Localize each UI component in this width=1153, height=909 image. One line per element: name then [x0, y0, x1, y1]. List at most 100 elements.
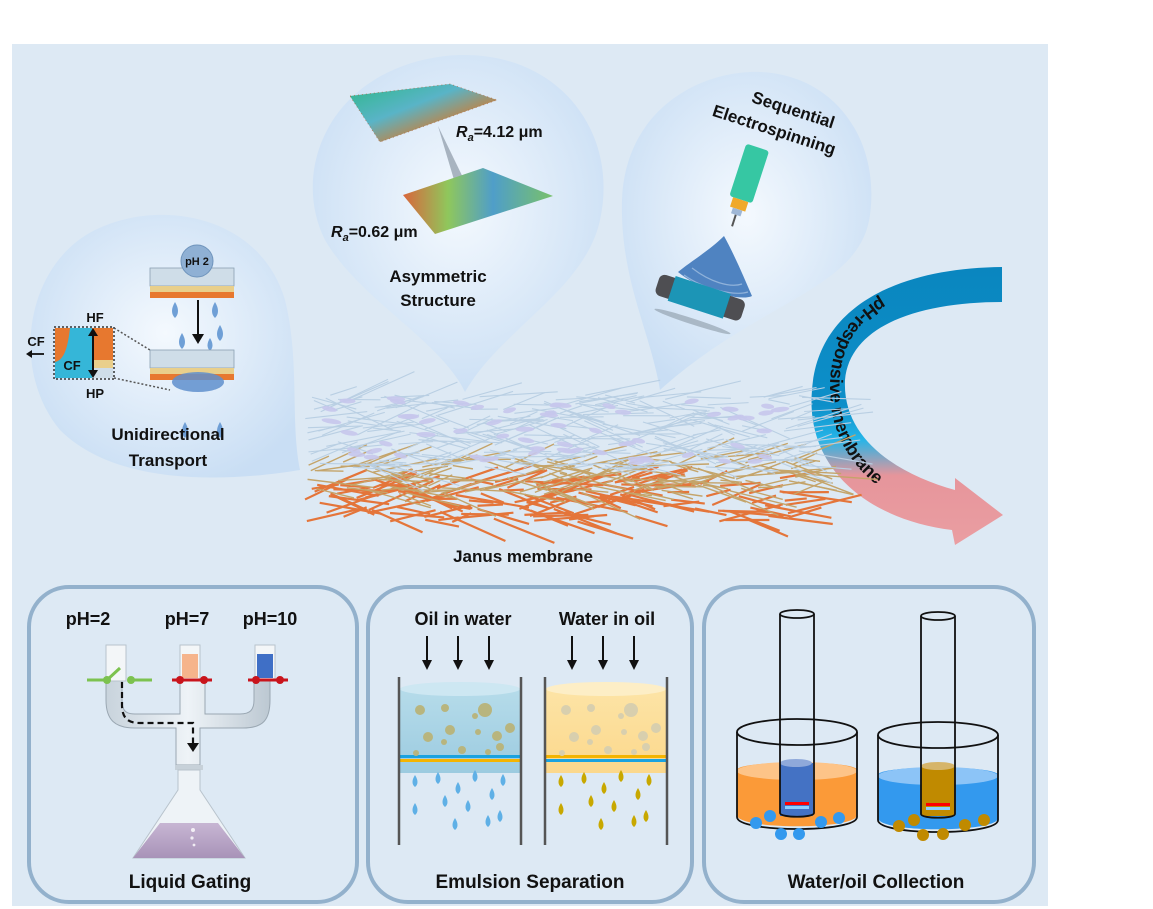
bead	[479, 456, 499, 463]
fiber	[367, 423, 424, 433]
fiber	[362, 421, 414, 429]
fiber	[630, 494, 695, 513]
fiber	[436, 466, 499, 490]
fiber	[789, 458, 810, 466]
bead	[340, 430, 358, 436]
emulsion-droplet	[631, 749, 637, 755]
emulsion-droplet	[441, 704, 449, 712]
bead	[529, 446, 546, 452]
membrane-strip	[785, 802, 809, 805]
fiber	[623, 481, 655, 492]
fiber	[785, 461, 833, 480]
bead	[539, 412, 559, 418]
bead	[517, 437, 535, 443]
oil-in-water-cell	[397, 677, 523, 845]
emulsion-droplet	[651, 723, 661, 733]
fiber	[479, 391, 558, 398]
fiber	[364, 488, 431, 509]
bead	[589, 427, 603, 434]
fiber	[319, 462, 396, 466]
fiber	[503, 443, 555, 469]
fiber	[790, 434, 856, 462]
fiber	[304, 477, 349, 501]
down-arrow-head	[629, 660, 639, 670]
fiber	[646, 442, 694, 452]
ph2-droplet: pH 2	[180, 244, 214, 278]
fiber	[692, 409, 730, 425]
bead	[321, 405, 337, 412]
fiber	[468, 499, 494, 504]
closed-valve-icon	[172, 676, 212, 684]
fiber	[565, 409, 641, 437]
fiber	[716, 448, 740, 454]
fiber	[558, 387, 622, 407]
fiber	[689, 418, 750, 438]
fiber	[794, 436, 843, 444]
fiber	[787, 493, 862, 515]
bead	[681, 452, 695, 458]
water-in-oil-label: Water in oil	[559, 609, 655, 629]
fiber	[307, 425, 361, 429]
fiber	[319, 501, 382, 515]
emulsion-droplet	[604, 746, 612, 754]
bead	[592, 449, 608, 456]
bead	[347, 447, 361, 454]
emulsion-droplet	[478, 703, 492, 717]
fiber	[560, 467, 633, 483]
down-arrow-icon	[192, 300, 204, 344]
fiber	[381, 484, 428, 491]
fiber	[524, 434, 555, 437]
fiber	[598, 466, 629, 470]
water-drops	[172, 302, 223, 438]
fiber	[353, 443, 418, 467]
fiber	[788, 506, 822, 519]
fiber	[676, 437, 735, 466]
fiber	[798, 450, 873, 465]
filtrate-drop	[497, 810, 503, 822]
fiber	[346, 487, 388, 494]
fiber	[707, 434, 766, 449]
fiber	[534, 513, 608, 522]
bead	[339, 398, 356, 404]
bead	[757, 453, 773, 460]
fiber	[420, 442, 493, 478]
emulsion-droplet	[445, 725, 455, 735]
fiber	[577, 520, 634, 540]
fiber	[452, 464, 474, 470]
fiber	[635, 448, 703, 468]
fiber	[663, 447, 727, 462]
bead	[453, 428, 468, 434]
fiber	[709, 484, 779, 517]
fiber	[688, 481, 739, 484]
bead	[684, 398, 699, 405]
fiber	[543, 467, 593, 483]
emulsion-droplet	[642, 743, 650, 751]
bead	[718, 458, 732, 464]
down-arrow-head	[453, 660, 463, 670]
filtrate-drop	[643, 810, 649, 822]
flow-path	[120, 682, 195, 745]
emulsion-droplet	[413, 750, 419, 756]
fiber	[730, 490, 797, 508]
fiber	[778, 433, 833, 455]
fiber	[440, 479, 486, 495]
filtrate-drop	[465, 800, 471, 812]
fiber	[426, 403, 464, 412]
erlenmeyer-flask	[132, 765, 246, 859]
ph2-droplet-label: pH 2	[185, 256, 209, 268]
fiber	[503, 392, 545, 411]
fiber	[442, 491, 497, 517]
filtrate-drop	[500, 774, 506, 786]
bead	[416, 431, 436, 437]
bead	[379, 440, 393, 447]
fiber	[512, 455, 575, 458]
fiber	[785, 403, 862, 430]
smooth-surface-bottom	[403, 168, 553, 234]
fiber	[797, 407, 864, 427]
fiber	[804, 408, 849, 413]
fiber	[357, 401, 427, 436]
filtrate-drop	[598, 818, 604, 830]
fiber	[631, 471, 653, 480]
bead	[503, 407, 517, 414]
fiber	[588, 451, 658, 466]
